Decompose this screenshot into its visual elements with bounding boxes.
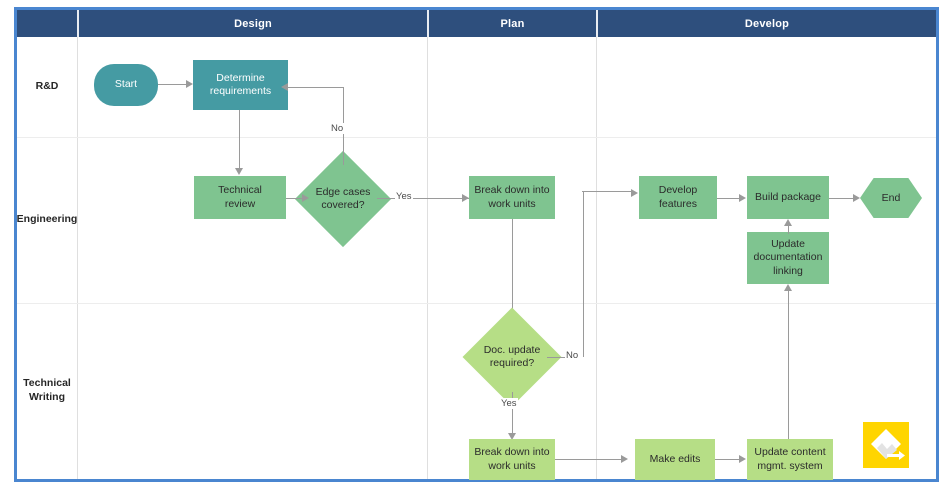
node-develop-features-line2: features: [659, 197, 697, 210]
node-break-down-engineering-line1: Break down into: [474, 184, 550, 197]
lane-divider-engineering-techwriting: [17, 303, 936, 304]
node-doc-update-line1: Doc. update: [483, 343, 541, 356]
column-divider-plan-develop: [596, 37, 597, 479]
edge-breakdowntw-to-makeedits: [555, 459, 621, 461]
edge-docupdate-no-vertical: [582, 191, 584, 357]
node-break-down-engineering-line2: work units: [488, 197, 536, 210]
node-update-cms-line2: mgmt. system: [757, 459, 823, 472]
edge-docupdate-no-arrow: [631, 188, 638, 197]
node-doc-update-text: Doc. update required?: [477, 344, 547, 370]
edge-edgecases-no-arrow: [281, 82, 288, 91]
lane-label-technical-writing: Technical Writing: [23, 377, 71, 403]
edge-review-to-edgecases-arrow: [302, 193, 309, 202]
column-divider-design-plan: [427, 37, 428, 479]
node-build-package-label: Build package: [755, 190, 821, 203]
node-doc-update-line2: required?: [489, 357, 535, 369]
edge-docupdate-no-horizontal: [547, 357, 565, 359]
edge-start-to-determine: [158, 84, 186, 86]
edge-updatedoc-to-buildpackage-arrow: [783, 219, 792, 226]
edge-label-yes-edge-cases: Yes: [395, 191, 413, 202]
column-divider-labels: [77, 37, 78, 479]
lucid-logo-glyph: [871, 429, 905, 460]
edge-docupdate-yes-arrow: [507, 433, 516, 440]
node-determine-requirements-line2: requirements: [209, 85, 272, 97]
node-edge-cases-covered[interactable]: Edge cases covered?: [294, 150, 392, 248]
header-divider-1: [77, 10, 79, 37]
node-break-down-technical-writing[interactable]: Break down into work units: [469, 439, 555, 480]
edge-label-yes-doc-update: Yes: [500, 398, 518, 409]
edge-developfeatures-to-buildpackage: [717, 198, 739, 200]
lane-divider-rnd-engineering: [17, 137, 936, 138]
node-edge-cases-line2: covered?: [321, 199, 365, 211]
node-edge-cases-text: Edge cases covered?: [309, 186, 377, 212]
node-start-label: Start: [114, 78, 138, 91]
edge-updatedoc-to-buildpackage: [787, 226, 789, 234]
edge-buildpackage-to-end: [829, 198, 853, 200]
node-update-documentation-linking[interactable]: Update documentation linking: [747, 232, 829, 284]
node-technical-review-line1: Technical: [218, 184, 262, 197]
edge-edgecases-yes: [377, 198, 469, 200]
edge-breakdowntw-to-makeedits-arrow: [621, 454, 628, 463]
node-break-down-tw-line1: Break down into: [474, 446, 550, 459]
edge-updatecms-to-updatedoc-arrow: [783, 284, 792, 291]
header-cell-plan[interactable]: Plan: [429, 10, 596, 37]
lucid-logo[interactable]: [863, 422, 909, 468]
header-cell-labels: [17, 10, 77, 37]
edge-label-no-edge-cases: No: [330, 123, 345, 134]
node-update-documentation-line3: linking: [773, 264, 803, 277]
node-update-cms-line1: Update content: [754, 446, 826, 459]
node-technical-review-line2: review: [224, 197, 256, 210]
header-divider-2: [427, 10, 429, 37]
edge-buildpackage-to-end-arrow: [853, 193, 860, 202]
header-cell-develop[interactable]: Develop: [598, 10, 936, 37]
node-make-edits[interactable]: Make edits: [635, 439, 715, 480]
node-update-documentation-line1: Update: [771, 238, 805, 251]
edge-determine-to-review: [239, 110, 241, 168]
node-make-edits-label: Make edits: [649, 452, 701, 465]
lane-label-engineering: Engineering: [16, 213, 78, 226]
node-break-down-tw-line2: work units: [488, 459, 536, 472]
edge-developfeatures-to-buildpackage-arrow: [739, 193, 746, 202]
node-update-content-mgmt-system[interactable]: Update content mgmt. system: [747, 439, 833, 480]
edge-edgecases-yes-arrow: [462, 193, 469, 202]
edge-updatecms-to-updatedoc: [787, 291, 789, 439]
edge-makeedits-to-updatecms: [715, 459, 739, 461]
lane-label-rnd: R&D: [35, 80, 59, 93]
edge-label-no-doc-update: No: [565, 350, 580, 361]
header-cell-design[interactable]: Design: [79, 10, 427, 37]
node-technical-review[interactable]: Technical review: [194, 176, 286, 219]
node-start[interactable]: Start: [94, 64, 158, 106]
node-break-down-engineering[interactable]: Break down into work units: [469, 176, 555, 219]
node-build-package[interactable]: Build package: [747, 176, 829, 219]
node-develop-features-line1: Develop: [658, 184, 698, 197]
node-end-label: End: [881, 192, 901, 204]
node-develop-features[interactable]: Develop features: [639, 176, 717, 219]
edge-docupdate-no-to-develop: [582, 191, 632, 193]
edge-breakdown-to-docupdate: [511, 219, 513, 312]
header-divider-3: [596, 10, 598, 37]
node-end[interactable]: End: [860, 178, 922, 218]
node-determine-requirements-line1: Determine: [216, 71, 265, 84]
edge-edgecases-no-horizontal: [288, 87, 343, 89]
edge-docupdate-yes-vertical: [511, 392, 513, 433]
swimlane-frame: Design Plan Develop R&D Engineering Tech…: [14, 7, 939, 482]
node-update-documentation-line2: documentation: [753, 251, 823, 264]
node-doc-update-required[interactable]: Doc. update required?: [462, 307, 562, 407]
edge-review-to-edgecases: [286, 198, 302, 200]
edge-determine-to-review-arrow: [235, 168, 243, 175]
node-edge-cases-line1: Edge cases: [315, 185, 371, 198]
edge-makeedits-to-updatecms-arrow: [739, 454, 746, 463]
node-determine-requirements[interactable]: Determine requirements: [193, 60, 288, 110]
edge-start-to-determine-arrow: [186, 79, 193, 88]
